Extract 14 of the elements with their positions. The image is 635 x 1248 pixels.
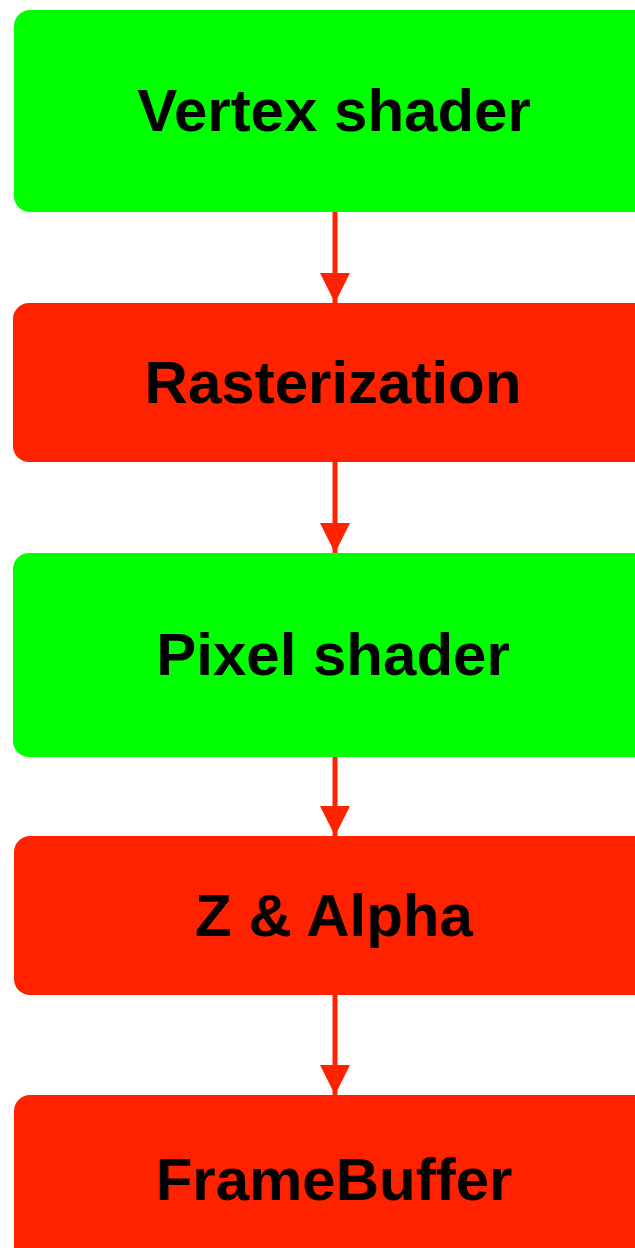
box-label: FrameBuffer	[155, 1150, 513, 1210]
box-label: Rasterization	[144, 352, 522, 413]
process-box	[14, 1095, 635, 1248]
process-box	[14, 10, 635, 212]
arrow	[320, 757, 350, 836]
arrow	[320, 462, 350, 553]
box-label: Z & Alpha	[195, 885, 473, 946]
process-box	[14, 836, 635, 995]
arrow	[320, 995, 350, 1095]
process-box	[13, 553, 635, 757]
arrow	[320, 212, 350, 303]
box-label: Vertex shader	[137, 81, 531, 141]
process-box	[13, 303, 635, 462]
box-label: Pixel shader	[156, 625, 510, 685]
